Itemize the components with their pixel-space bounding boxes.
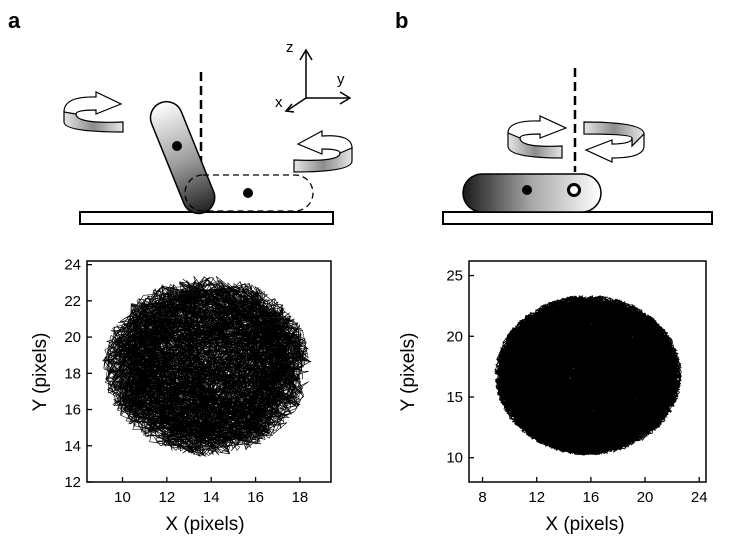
chart-a-xlabel: X (pixels) xyxy=(165,514,244,535)
x-tick-label-a-0: 10 xyxy=(114,489,131,506)
panel-a-schematic: z y x xyxy=(63,39,353,225)
trajectory-b xyxy=(494,295,682,456)
x-tick-label-a-1: 12 xyxy=(159,489,176,506)
coordinate-axes-icon xyxy=(284,48,352,113)
lying-rod-dot xyxy=(243,188,253,198)
chart-b-ticks: 8 12 16 20 24 10 15 20 25 xyxy=(446,268,707,506)
y-tick-label-a-4: 20 xyxy=(64,329,81,346)
substrate-b xyxy=(442,211,713,225)
y-tick-label-a-1: 14 xyxy=(64,438,81,455)
axis-letter-x: x xyxy=(275,94,283,111)
y-tick-label-b-3: 25 xyxy=(446,268,463,285)
tilted-rod xyxy=(149,100,216,215)
axis-letter-z: z xyxy=(286,39,294,56)
lying-rod-outline xyxy=(184,174,314,212)
rod-end-ring xyxy=(567,183,581,197)
y-tick-label-a-3: 18 xyxy=(64,365,81,382)
panel-label-a: a xyxy=(8,8,21,33)
chart-a-ylabel: Y (pixels) xyxy=(30,333,51,412)
y-tick-label-a-2: 16 xyxy=(64,402,81,419)
y-tick-label-a-5: 22 xyxy=(64,293,81,310)
y-tick-label-b-1: 15 xyxy=(446,389,463,406)
plot-frame-a xyxy=(86,260,332,483)
chart-b: 8 12 16 20 24 10 15 20 25 X (pixels) Y (pixels) xyxy=(398,260,708,535)
x-tick-label-b-2: 16 xyxy=(583,489,600,506)
substrate-a xyxy=(79,211,334,225)
chart-b-xlabel: X (pixels) xyxy=(545,514,624,535)
x-tick-label-b-4: 24 xyxy=(691,489,708,506)
x-tick-label-a-4: 18 xyxy=(292,489,309,506)
axis-letter-y: y xyxy=(337,71,345,88)
rotation-arrow-right-icon xyxy=(293,129,353,173)
rotation-arrow-pair-icon xyxy=(507,115,645,163)
chart-a-ticks: 10 12 14 16 18 12 14 16 18 20 22 24 xyxy=(64,257,308,506)
rotation-arrow-left-icon xyxy=(63,91,124,133)
plot-frame-b xyxy=(468,260,707,483)
y-tick-label-b-0: 10 xyxy=(446,450,463,467)
x-tick-label-b-1: 12 xyxy=(528,489,545,506)
x-tick-label-a-2: 14 xyxy=(203,489,220,506)
horizontal-rod xyxy=(462,173,602,213)
x-tick-label-b-3: 20 xyxy=(637,489,654,506)
chart-b-ylabel: Y (pixels) xyxy=(398,333,419,412)
y-tick-label-b-2: 20 xyxy=(446,328,463,345)
chart-a: 10 12 14 16 18 12 14 16 18 20 22 24 X (pixels) Y (p… xyxy=(30,257,332,535)
panel-label-b: b xyxy=(395,8,408,33)
x-tick-label-a-3: 16 xyxy=(247,489,264,506)
rod-marker-dot xyxy=(172,141,182,151)
y-tick-label-a-6: 24 xyxy=(64,257,81,274)
panel-b-schematic xyxy=(442,68,713,225)
y-tick-label-a-0: 12 xyxy=(64,474,81,491)
rod-center-dot xyxy=(522,185,532,195)
x-tick-label-b-0: 8 xyxy=(478,489,486,506)
trajectory-a xyxy=(102,276,312,457)
